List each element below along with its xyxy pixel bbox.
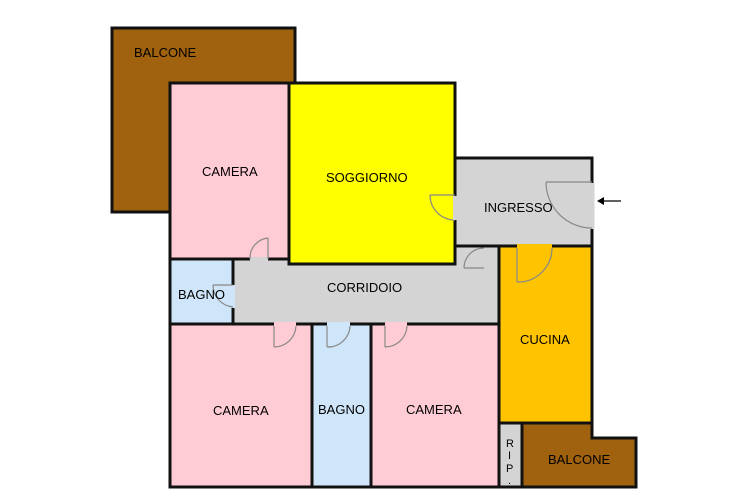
soggiorno-area [287, 81, 457, 266]
label-balcone-top: BALCONE [134, 45, 196, 60]
label-corridoio: CORRIDOIO [327, 280, 402, 295]
label-rip-1: R [506, 438, 514, 450]
label-rip-3: P [506, 463, 513, 475]
label-cucina: CUCINA [520, 332, 570, 347]
label-bagno-small: BAGNO [178, 287, 225, 302]
label-soggiorno: SOGGIORNO [326, 170, 408, 185]
arrow-left-icon [597, 197, 621, 205]
camera-top-area [168, 81, 291, 261]
label-balcone-bottom: BALCONE [548, 452, 610, 467]
label-ingresso: INGRESSO [484, 200, 553, 215]
door-ingresso-corridoio [463, 247, 485, 269]
door-entrance [545, 181, 595, 229]
label-camera-bottom-left: CAMERA [213, 403, 269, 418]
label-rip-4: . [508, 475, 511, 487]
label-camera-bottom-right: CAMERA [406, 402, 462, 417]
balcone-bottom-area [520, 421, 638, 489]
door-camera-top [249, 237, 269, 261]
label-camera-top: CAMERA [202, 164, 258, 179]
camera-bottom-left-area [168, 322, 314, 489]
door-camera-bottom-left [273, 322, 297, 348]
door-soggiorno [429, 194, 457, 221]
camera-bottom-right-area [369, 322, 501, 489]
door-bagno-mid [326, 322, 351, 348]
label-bagno-mid: BAGNO [318, 402, 365, 417]
door-cucina [516, 244, 553, 283]
label-rip-2: I [508, 450, 511, 462]
door-camera-bottom-right [384, 322, 408, 348]
door-bagno-small [212, 284, 235, 308]
